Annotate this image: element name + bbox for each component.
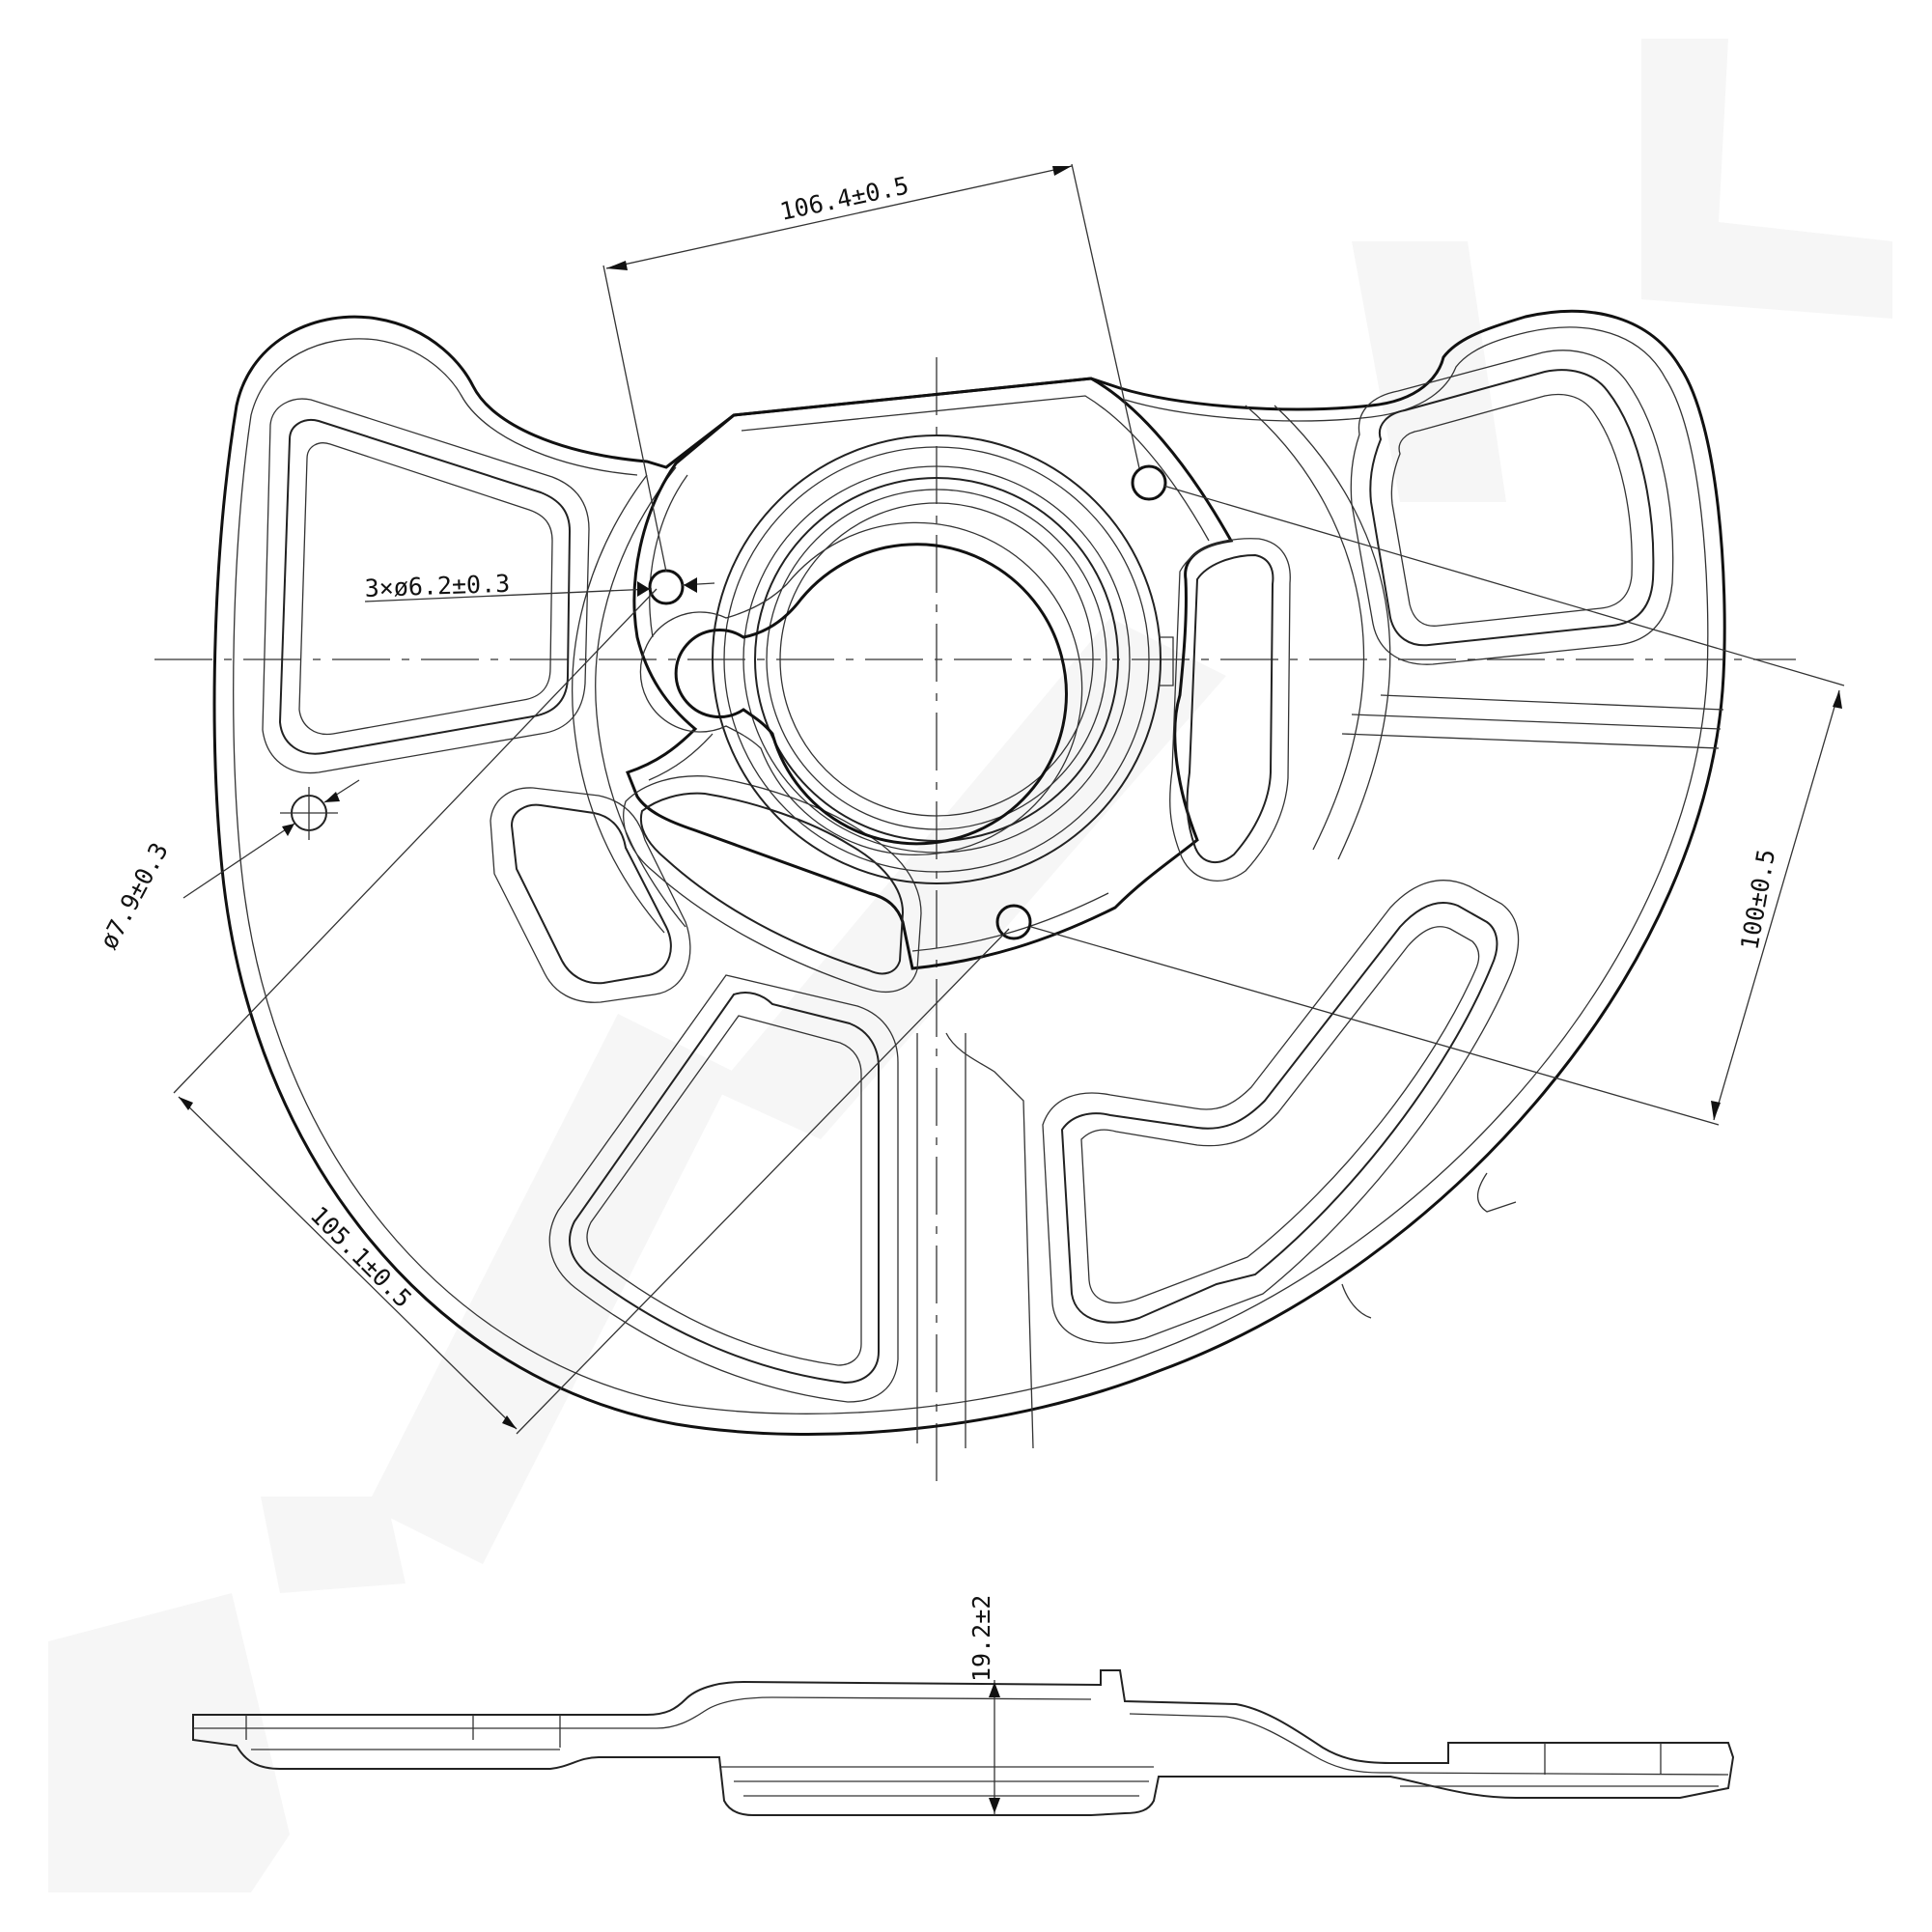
dimension-small-hole: ø7.9±0.3 (95, 779, 360, 954)
dimension-hole-count: 3×ø6.2±0.3 (364, 570, 715, 602)
bore-notch (1159, 636, 1174, 686)
cutout-upper-right-outer (1350, 350, 1674, 665)
hub-outer-ring (712, 434, 1162, 884)
shield-side-view (192, 1669, 1735, 1816)
slot-bottom-left (639, 792, 905, 975)
side-profile-inner-1 (193, 1696, 1092, 1729)
side-profile-inner-4 (251, 1749, 1719, 1787)
center-bore-keyhole-outer (639, 521, 1083, 856)
dimension-19-2: 19.2±2 (967, 1595, 1000, 1815)
slot-right-outer (1169, 538, 1291, 882)
dimension-label-holes: 3×ø6.2±0.3 (364, 570, 510, 602)
hub-ring-3 (742, 465, 1131, 854)
rib-left-curve-2 (572, 474, 665, 934)
dimension-100: 100±0.5 (1030, 485, 1845, 1126)
cutout-upper-left (278, 419, 572, 755)
dimension-label-small-hole: ø7.9±0.3 (95, 838, 174, 954)
cutout-upper-left-inner (298, 442, 553, 736)
rib-bottom-mid (945, 1032, 1034, 1449)
side-profile-inner-2 (1129, 1713, 1729, 1776)
dimension-label-diagonal: 105.1±0.5 (305, 1201, 417, 1313)
mounting-hole-bottom (995, 904, 1032, 940)
side-profile-outer (192, 1669, 1735, 1816)
cutout-upper-left-outer (262, 398, 590, 774)
mounting-hole-left (648, 569, 685, 605)
rim-contour (233, 326, 1709, 1414)
rib-upper-right-curve-2 (1274, 405, 1391, 860)
rib-right-lower (1341, 733, 1720, 749)
cutout-lower-left-inner (586, 1015, 862, 1366)
central-flange-inner (648, 395, 1210, 952)
cutout-lower-right-inner (1080, 926, 1480, 1303)
cutout-lower-right-outer (1042, 880, 1520, 1344)
edge-tab-right (1476, 1172, 1517, 1213)
cutout-lower-right (1060, 902, 1498, 1324)
cutout-small-left-outer (490, 787, 691, 1003)
hub-ring-2 (723, 446, 1150, 873)
slot-bottom-left-outer (623, 775, 922, 993)
rib-right-upper (1380, 694, 1724, 711)
dimension-label-height: 19.2±2 (967, 1595, 995, 1682)
hub-ring-6 (779, 502, 1094, 817)
side-profile-inner-3 (719, 1766, 1154, 1797)
rib-upper-right-curve (1245, 405, 1365, 851)
outer-contour (212, 309, 1726, 1436)
rib-left-curve (595, 466, 686, 928)
cutout-upper-right-inner (1390, 393, 1633, 627)
mounting-hole-top-right (1131, 464, 1167, 501)
central-flange (626, 377, 1234, 970)
cutout-lower-left-outer (548, 974, 899, 1403)
center-bore-keyhole (674, 543, 1068, 846)
dimension-label-top: 106.4±0.5 (777, 171, 911, 226)
rib-right-mid (1351, 714, 1722, 730)
slot-right (1186, 553, 1274, 863)
hub-ring-5 (766, 489, 1107, 830)
shield-front-view (154, 309, 1796, 1492)
cutout-lower-left (569, 992, 880, 1385)
edge-tab-bottom-right (1341, 1283, 1372, 1319)
dimension-label-vertical: 100±0.5 (1735, 847, 1780, 952)
cutout-upper-right (1369, 369, 1655, 647)
cutout-small-left (510, 803, 672, 985)
